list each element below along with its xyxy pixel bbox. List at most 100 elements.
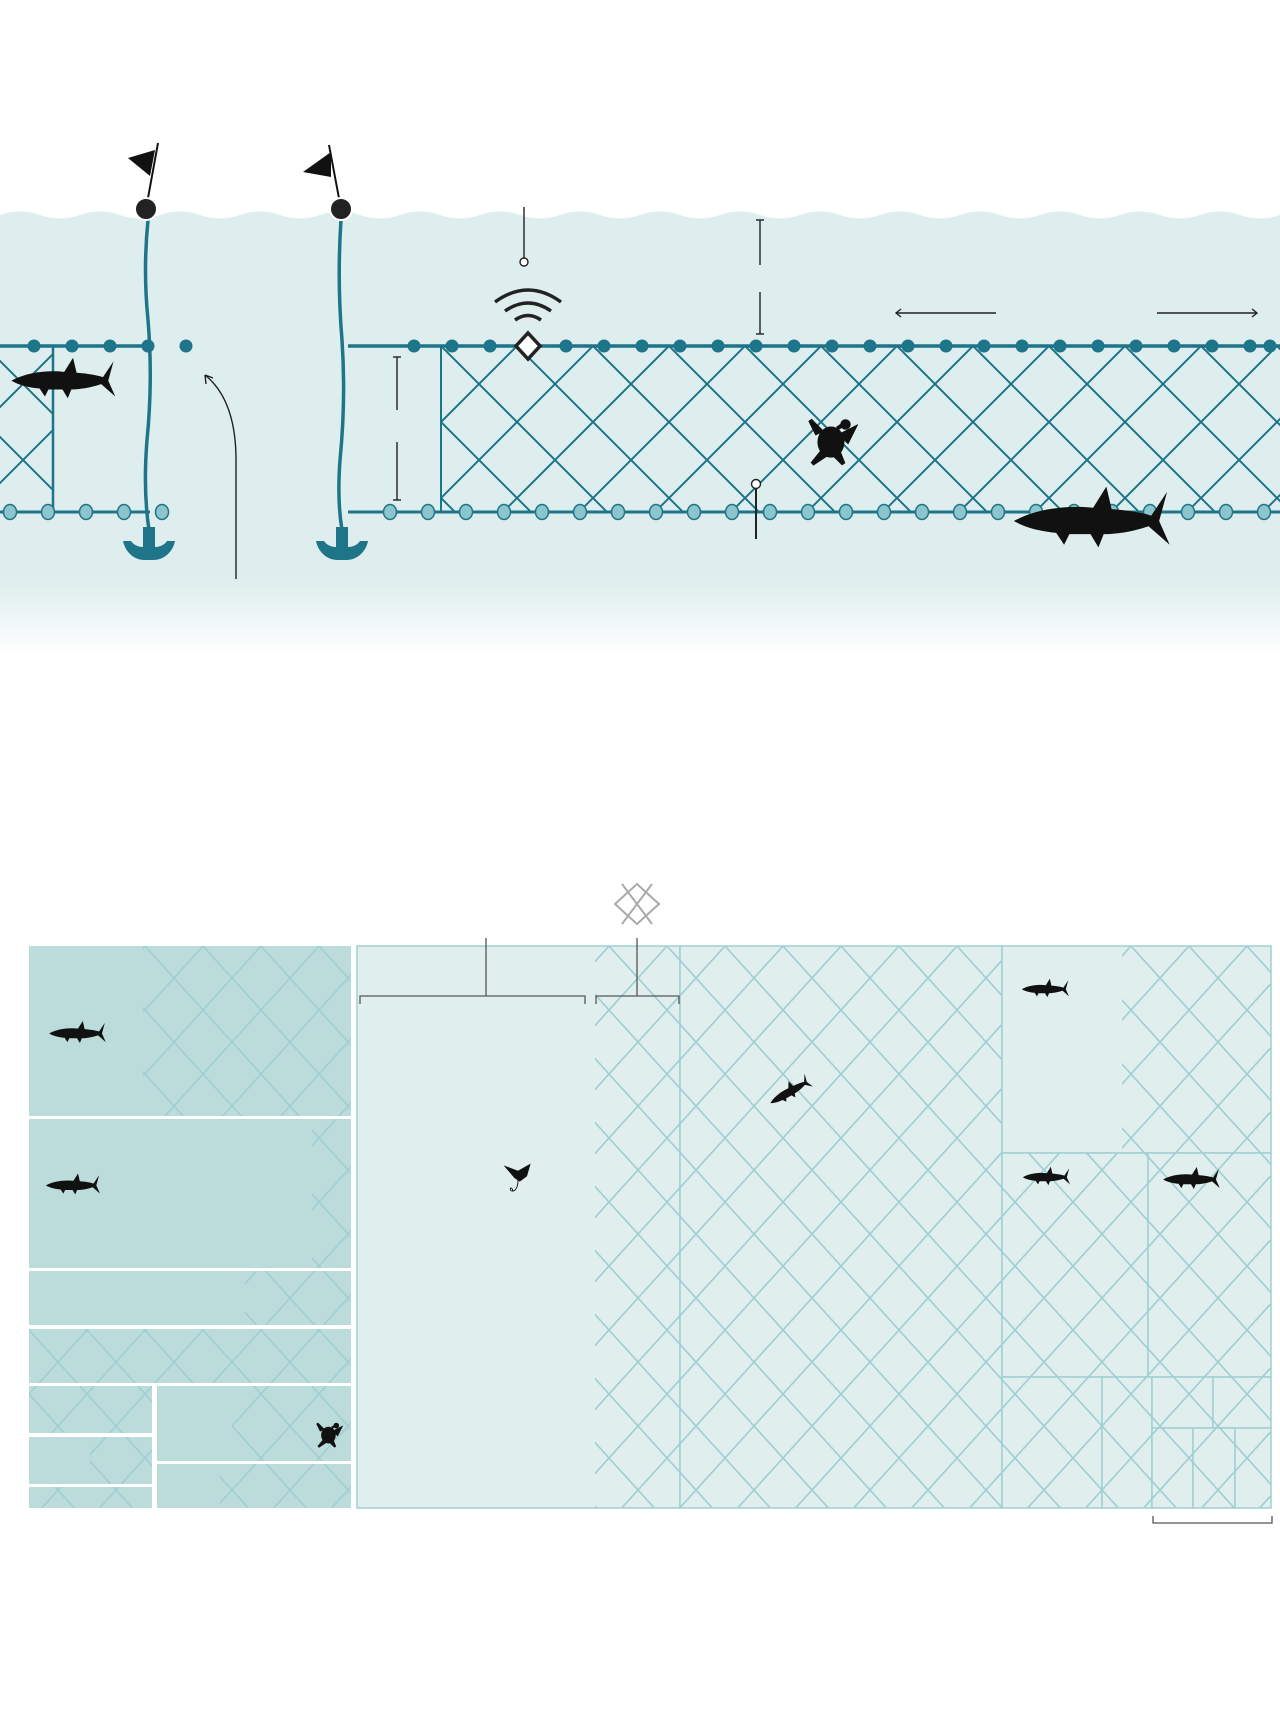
cell-mesh <box>1193 1428 1235 1508</box>
treemap <box>29 945 1272 1509</box>
sinker <box>382 503 398 521</box>
treemap-cell <box>1234 1427 1272 1509</box>
treemap-cell <box>157 1464 351 1508</box>
sinker <box>1218 503 1234 521</box>
cell-background <box>29 1119 351 1268</box>
float <box>179 339 193 353</box>
float <box>711 339 725 353</box>
float <box>1091 339 1105 353</box>
cell-mesh <box>1102 1377 1152 1508</box>
treemap-cell <box>1212 1376 1272 1429</box>
cell-mesh <box>232 1386 351 1461</box>
buoy-rope <box>143 219 153 531</box>
cell-mesh <box>29 1487 152 1508</box>
bracket-net-area <box>595 938 680 1004</box>
treemap-cell <box>157 1386 351 1461</box>
treemap-cell <box>679 945 1003 1509</box>
sinker <box>952 503 968 521</box>
treemap-cell <box>29 1386 152 1433</box>
float <box>1167 339 1181 353</box>
anchor-icon <box>316 527 368 560</box>
gap-arrow-head <box>204 374 214 385</box>
sinker <box>610 503 626 521</box>
cell-mesh <box>143 946 351 1116</box>
treemap-cell <box>29 1119 351 1268</box>
float <box>749 339 763 353</box>
sinker <box>1256 503 1272 521</box>
float <box>939 339 953 353</box>
treemap-cell <box>29 1437 152 1484</box>
float <box>1243 339 1257 353</box>
net-mesh-left <box>0 346 53 512</box>
sinker <box>2 503 18 521</box>
buoy-rope <box>337 219 346 531</box>
net-main-section <box>440 346 1280 512</box>
cell-mesh <box>29 1329 351 1383</box>
net-length-arrow-right <box>1157 308 1259 318</box>
cell-mesh <box>1002 1377 1102 1508</box>
float <box>103 339 117 353</box>
sinker <box>116 503 132 521</box>
float <box>863 339 877 353</box>
sinker <box>1180 503 1196 521</box>
net-length-arrow-left <box>894 308 996 318</box>
sinker <box>458 503 474 521</box>
cell-mesh <box>1122 946 1271 1153</box>
sinker <box>762 503 778 521</box>
treemap-cell <box>29 1271 351 1325</box>
float <box>483 339 497 353</box>
float <box>825 339 839 353</box>
float <box>445 339 459 353</box>
cell-mesh <box>220 1464 351 1508</box>
net-mesh-main <box>441 346 1280 512</box>
float <box>1015 339 1029 353</box>
signal-icon <box>493 288 563 322</box>
treemap-cell <box>1147 1152 1272 1378</box>
float <box>597 339 611 353</box>
cell-mesh <box>245 1271 351 1325</box>
sinker <box>420 503 436 521</box>
float <box>1053 339 1067 353</box>
pinger-diamond-icon <box>513 330 543 362</box>
treemap-cell <box>1151 1376 1214 1429</box>
float <box>1263 339 1277 353</box>
cell-mesh <box>680 946 1002 1508</box>
buoy-icon <box>134 197 158 221</box>
float <box>901 339 915 353</box>
float <box>673 339 687 353</box>
float <box>1205 339 1219 353</box>
cell-mesh <box>1213 1377 1271 1428</box>
marker-buoy-left <box>123 142 175 560</box>
cell-mesh <box>595 946 680 1508</box>
sinker <box>838 503 854 521</box>
cell-mesh <box>312 1119 351 1268</box>
marker-buoy-right <box>303 144 368 560</box>
net-left-section <box>0 346 55 512</box>
bracket-plain-area <box>359 938 586 1004</box>
buoy-icon <box>329 197 353 221</box>
float <box>559 339 573 353</box>
float <box>407 339 421 353</box>
anchor-icon <box>123 527 175 560</box>
cell-mesh <box>1152 1377 1213 1428</box>
sinker <box>40 503 56 521</box>
sinker-callout-dot <box>750 478 762 490</box>
sinker <box>724 503 740 521</box>
treemap-cell <box>29 946 351 1116</box>
float <box>787 339 801 353</box>
net-height-dimension <box>393 356 401 501</box>
treemap-cell <box>1101 1376 1153 1509</box>
float <box>65 339 79 353</box>
treemap-cell <box>29 1487 152 1508</box>
treemap-brackets <box>359 938 1273 1524</box>
cell-mesh <box>29 1386 152 1433</box>
float <box>977 339 991 353</box>
sinker <box>800 503 816 521</box>
bracket-small-cells <box>1152 1516 1273 1524</box>
cell-mesh <box>1002 1153 1148 1377</box>
sinker <box>686 503 702 521</box>
sinker <box>914 503 930 521</box>
treemap-cell <box>29 1329 351 1383</box>
cell-mesh <box>90 1437 152 1484</box>
